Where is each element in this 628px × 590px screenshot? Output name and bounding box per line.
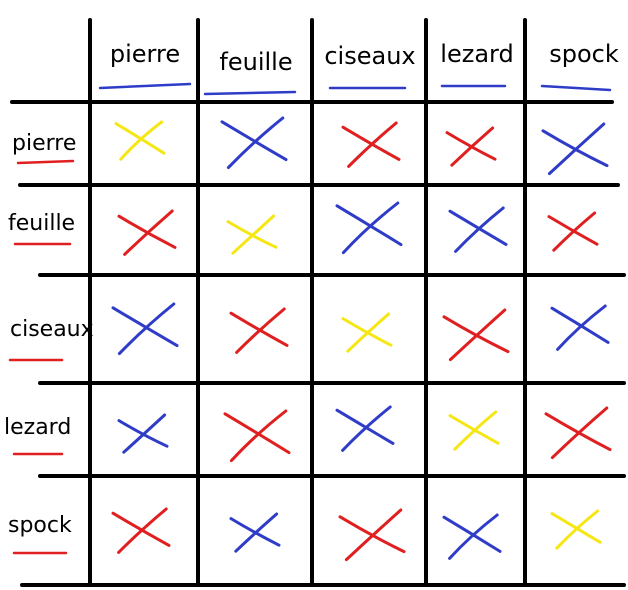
cell-mark-ciseaux-vs-ciseaux <box>341 312 393 353</box>
grid-lines <box>10 18 626 587</box>
cell-mark-lezard-vs-pierre <box>117 413 169 454</box>
cell-mark-feuille-vs-spock <box>547 211 599 252</box>
cell-mark-lezard-vs-ciseaux <box>335 405 395 452</box>
column-underline-5 <box>540 84 612 92</box>
cell-mark-spock-vs-ciseaux <box>338 508 406 562</box>
cell-mark-lezard-vs-lezard <box>448 410 500 451</box>
row-header-ciseaux: ciseaux <box>10 317 94 342</box>
row-header-feuille: feuille <box>8 211 75 236</box>
column-underline-1 <box>98 82 192 90</box>
row-header-spock: spock <box>8 513 72 538</box>
cell-mark-pierre-vs-lezard <box>445 126 497 167</box>
cell-mark-ciseaux-vs-spock <box>550 304 610 351</box>
cell-mark-feuille-vs-ciseaux <box>335 201 403 255</box>
cell-mark-spock-vs-feuille <box>229 512 281 553</box>
cell-mark-spock-vs-lezard <box>442 513 502 560</box>
column-headers: pierre feuille ciseaux lezard spock <box>110 40 619 76</box>
cell-mark-pierre-vs-ciseaux <box>341 121 401 168</box>
cell-mark-pierre-vs-pierre <box>114 120 166 161</box>
column-header-pierre: pierre <box>110 40 180 68</box>
cell-mark-feuille-vs-pierre <box>117 209 177 256</box>
cell-mark-ciseaux-vs-feuille <box>229 307 289 354</box>
column-header-lezard: lezard <box>440 40 513 68</box>
column-underline-2 <box>203 90 297 96</box>
cell-mark-feuille-vs-feuille <box>226 214 278 255</box>
cell-mark-spock-vs-pierre <box>111 507 171 554</box>
cell-mark-spock-vs-spock <box>550 509 602 550</box>
cell-mark-lezard-vs-feuille <box>223 409 291 463</box>
label-underlines <box>8 82 612 555</box>
cell-marks <box>111 116 612 562</box>
column-header-feuille: feuille <box>219 48 292 76</box>
cell-mark-pierre-vs-spock <box>541 122 609 176</box>
column-header-spock: spock <box>549 40 619 68</box>
column-header-ciseaux: ciseaux <box>324 42 415 70</box>
cell-mark-lezard-vs-spock <box>544 406 612 460</box>
cell-mark-ciseaux-vs-lezard <box>442 308 510 362</box>
cell-mark-ciseaux-vs-pierre <box>111 302 179 356</box>
cell-mark-feuille-vs-lezard <box>448 206 508 253</box>
row-header-pierre: pierre <box>12 131 76 156</box>
row-underline-1 <box>16 159 75 165</box>
row-header-lezard: lezard <box>4 415 71 440</box>
cell-mark-pierre-vs-feuille <box>220 116 288 170</box>
row-headers: pierre feuille ciseaux lezard spock <box>4 131 94 538</box>
